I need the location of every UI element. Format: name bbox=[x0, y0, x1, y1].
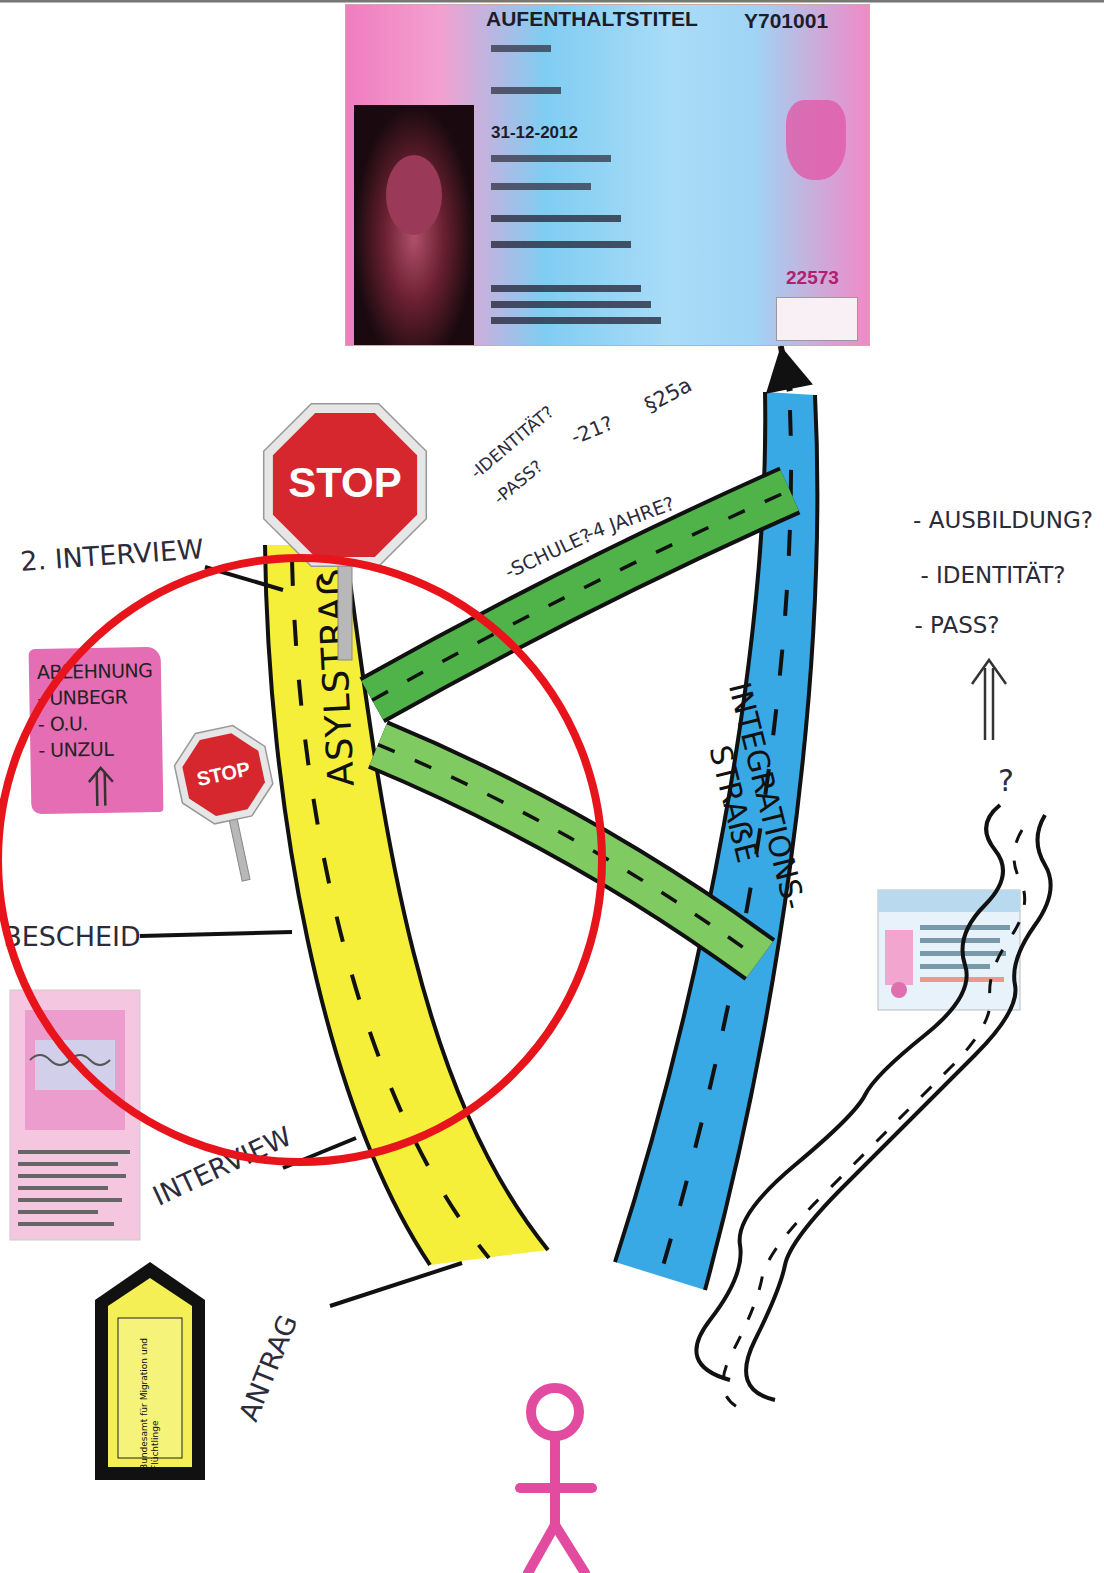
condition-note: - IDENTITÄT? bbox=[920, 562, 1065, 588]
rejection-reason: - O.U. bbox=[38, 709, 156, 737]
rejection-note: ABLEHNUNG- UNBEGR- O.U.- UNZUL bbox=[29, 647, 164, 814]
card-text-line bbox=[491, 45, 551, 52]
law-reference: §25a bbox=[640, 373, 695, 418]
stage-label: BESCHEID bbox=[3, 921, 141, 952]
connecting-road bbox=[372, 490, 790, 700]
residence-card-small bbox=[878, 890, 1020, 1010]
card-text-line bbox=[491, 155, 611, 162]
bescheid-document bbox=[10, 990, 140, 1240]
top-rule bbox=[0, 0, 1104, 3]
rejection-heading: ABLEHNUNG bbox=[37, 657, 155, 685]
stage-label: ANTRAG bbox=[233, 1310, 304, 1425]
condition-note: -4 JAHRE? bbox=[583, 492, 678, 544]
card-text-line bbox=[491, 317, 661, 324]
card-code: 22573 bbox=[786, 267, 839, 289]
road-surface bbox=[615, 392, 817, 1290]
sign-post bbox=[229, 817, 250, 881]
question-mark: ? bbox=[998, 763, 1014, 798]
up-arrow-small bbox=[81, 766, 122, 807]
condition-note: -21? bbox=[567, 411, 616, 449]
arrow-head bbox=[766, 346, 813, 394]
connecting-road bbox=[378, 745, 760, 960]
road-surface bbox=[265, 545, 548, 1265]
stop-text: STOP bbox=[255, 459, 435, 507]
road-shape bbox=[250, 530, 560, 1270]
condition-note: - AUSBILDUNG? bbox=[913, 507, 1093, 533]
card-title: AUFENTHALTSTITEL bbox=[486, 7, 698, 31]
card-text-line bbox=[491, 215, 621, 222]
sign-post bbox=[338, 565, 352, 660]
rejection-reason: - UNBEGR bbox=[37, 683, 155, 711]
stage-label: INTERVIEW bbox=[148, 1120, 296, 1211]
card-text-line bbox=[491, 87, 561, 94]
card-text-line bbox=[491, 183, 591, 190]
stage-label: 2. INTERVIEW bbox=[19, 533, 204, 577]
card-text-line bbox=[491, 301, 651, 308]
stop-sign: STOP bbox=[255, 395, 435, 660]
agency-name: Bundesamt für Migration und Flüchtlinge bbox=[139, 1320, 161, 1470]
road-arrow bbox=[766, 346, 813, 394]
id-face bbox=[386, 155, 442, 235]
stick-figure bbox=[520, 1388, 592, 1573]
rejection-reason: - UNZUL bbox=[38, 735, 156, 763]
card-text-line bbox=[491, 241, 631, 248]
eagle-emblem bbox=[786, 100, 846, 180]
card-number: Y701001 bbox=[744, 9, 828, 33]
signature-box bbox=[776, 297, 858, 341]
bamf-sign bbox=[95, 1262, 205, 1480]
condition-note: - PASS? bbox=[914, 612, 999, 638]
card-date: 31-12-2012 bbox=[491, 123, 578, 143]
card-text-line bbox=[491, 285, 641, 292]
asylum-road: ASYLSTRAẞE bbox=[250, 530, 560, 1270]
residence-card: AUFENTHALTSTITEL Y701001 31-12-2012 22573 bbox=[345, 4, 870, 346]
up-arrow bbox=[972, 660, 1006, 740]
octagon-shape bbox=[255, 395, 435, 660]
condition-note: -SCHULE? bbox=[501, 523, 595, 582]
